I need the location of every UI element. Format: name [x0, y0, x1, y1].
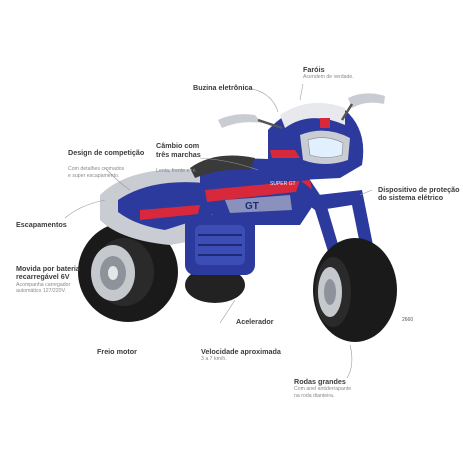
label-buzina-title: Buzina eletrônica [193, 83, 253, 92]
engine-block [185, 215, 255, 275]
label-bateria-title: Movida por bateria recarregável 6V [16, 264, 80, 282]
seat [190, 155, 255, 178]
label-acelerador-title: Acelerador [236, 317, 274, 326]
tank-badge: GT [245, 201, 259, 212]
product-code: 2660 [402, 317, 414, 323]
label-cambio-desc: Lenta, frente e ré. [156, 167, 197, 174]
label-rodas-title: Rodas grandes [294, 377, 346, 386]
label-design-title: Design de competição [68, 148, 145, 158]
label-buzina: Buzina eletrônica [193, 83, 253, 92]
label-acelerador: Acelerador [236, 317, 274, 326]
label-velocidade-title: Velocidade aproximada [201, 347, 281, 356]
label-cambio: Câmbio com três marchas Lenta, frente e … [156, 134, 201, 182]
label-farois-desc: Acendem de verdade. [303, 74, 354, 81]
label-velocidade: Velocidade aproximada 3 a 7 km/h. [201, 347, 281, 363]
label-velocidade-desc: 3 a 7 km/h. [201, 356, 227, 363]
label-design-desc: Com detalhes cromados e super escapament… [68, 166, 125, 179]
label-escapamentos-title: Escapamentos [16, 220, 67, 229]
label-freio-title: Freio motor [97, 347, 137, 356]
front-fairing [268, 102, 364, 180]
label-escapamentos: Escapamentos [16, 220, 67, 229]
side-text: SUPER GT [270, 181, 296, 187]
rear-wheel [78, 222, 178, 322]
label-dispositivo-title: Dispositivo de proteção do sistema elétr… [378, 185, 460, 203]
label-freio: Freio motor [97, 347, 137, 356]
front-wheel [313, 238, 397, 342]
label-rodas-desc: Com anel antiderrapante na roda dianteir… [294, 386, 352, 399]
leader-lines [64, 83, 373, 379]
label-bateria-desc: Acompanha carregador automático 127/220V… [16, 281, 71, 295]
mirrors [218, 93, 385, 130]
label-design: Design de competição Com detalhes cromad… [68, 141, 144, 187]
label-dispositivo: Dispositivo de proteção do sistema elétr… [378, 185, 460, 203]
label-bateria: Movida por bateria recarregável 6V Acomp… [16, 264, 80, 295]
label-cambio-title: Câmbio com três marchas [156, 141, 201, 159]
main-body: GT SUPER GT [200, 158, 320, 225]
label-rodas: Rodas grandes Com anel antiderrapante na… [294, 377, 352, 399]
rear-wheel-far [185, 267, 245, 303]
label-farois: Faróis Acendem de verdade. [303, 65, 354, 81]
label-farois-title: Faróis [303, 65, 325, 74]
